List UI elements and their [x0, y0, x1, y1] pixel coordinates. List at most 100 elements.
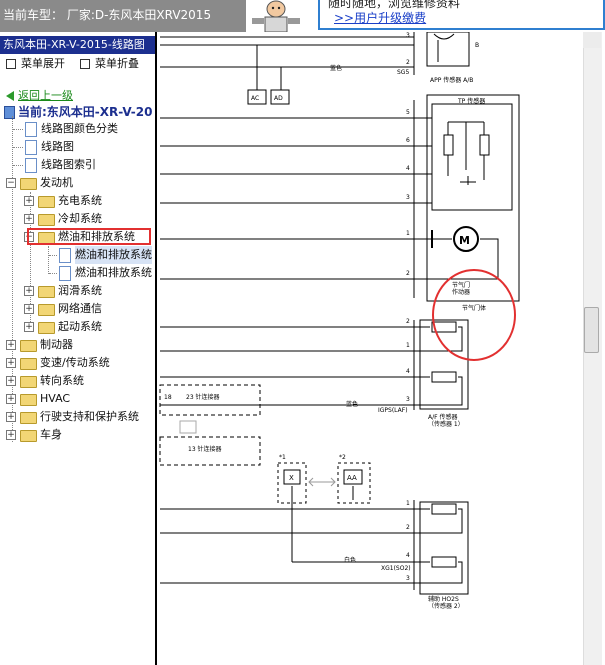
back-label: 返回上一级 [18, 89, 73, 102]
tree-item-label: 车身 [40, 428, 62, 441]
tree-item[interactable]: + 起动系统 [0, 318, 155, 336]
tree-item-label: HVAC [40, 392, 71, 405]
document-icon [59, 248, 71, 263]
back-arrow-icon [6, 91, 14, 101]
document-icon [25, 158, 37, 173]
tp-sensor-label: TP 传感器 [457, 97, 485, 105]
highlight-box [27, 228, 151, 245]
aa-label: AA [347, 474, 357, 482]
tree-item[interactable]: + 充电系统 [0, 192, 155, 210]
tree-item-engine[interactable]: − 发动机 [0, 174, 155, 192]
folder-icon [38, 322, 55, 334]
pin-label: 1 [406, 230, 410, 237]
ac-box [247, 89, 267, 105]
pin-label: 3 [406, 575, 410, 582]
expand-toggle-icon[interactable]: + [24, 322, 34, 332]
x-box [283, 469, 301, 485]
tree-item-label: 起动系统 [58, 320, 102, 333]
heater-element [431, 321, 457, 333]
double-arrow-icon [308, 477, 336, 487]
folder-icon [38, 214, 55, 226]
expand-toggle-icon[interactable]: + [24, 196, 34, 206]
tree-item[interactable]: 线路图索引 [0, 156, 155, 174]
pin-label: 2 [406, 524, 410, 531]
resistor [479, 134, 490, 156]
expand-toggle-icon[interactable]: + [6, 394, 16, 404]
back-link[interactable]: 返回上一级 [6, 87, 73, 103]
note-label: *1 [279, 454, 286, 461]
tree-item-label: 线路图颜色分类 [41, 122, 118, 135]
wire-color-label: 蓝色 [330, 64, 342, 72]
app-sensor-symbol [433, 33, 455, 62]
pin-label: 1 [406, 500, 410, 507]
tree-item-label: 线路图 [41, 140, 74, 153]
tree-item[interactable]: 线路图 [0, 138, 155, 156]
expand-toggle-icon[interactable]: + [24, 304, 34, 314]
expand-toggle-icon[interactable]: + [6, 358, 16, 368]
upgrade-link[interactable]: >>用户升级缴费 [334, 11, 427, 25]
tree-item[interactable]: + 润滑系统 [0, 282, 155, 300]
actuator-label: 作动器 [452, 288, 470, 296]
tree-item[interactable]: + 行驶支持和保护系统 [0, 408, 155, 426]
folder-icon [20, 376, 37, 388]
motor-symbol [453, 226, 479, 252]
folder-icon [20, 178, 37, 190]
actuator-label: 节气门 [452, 281, 470, 289]
folder-icon [20, 340, 37, 352]
document-icon [59, 266, 71, 281]
current-label: 当前:东风本田-XR-V-20 [18, 105, 153, 119]
tree-item[interactable]: 燃油和排放系统 [0, 264, 155, 282]
tree-line [30, 192, 31, 332]
promo-banner: 随时随地，浏览维修资料 >>用户升级缴费 [318, 0, 605, 30]
wire-color-label: 白色 [344, 556, 356, 564]
wiring-diagram: B APP 传感器 A/B SG5 蓝色 AC AD TP 传感器 3 2 5 … [159, 32, 520, 610]
expand-label: 菜单展开 [21, 57, 65, 70]
heater-element [431, 503, 457, 515]
note-label: *2 [339, 454, 346, 461]
expand-toggle-icon[interactable]: + [6, 412, 16, 422]
pin-label: 4 [406, 368, 410, 375]
tree-item[interactable]: + HVAC [0, 390, 155, 408]
tree-item-label: 充电系统 [58, 194, 102, 207]
expand-icon [6, 59, 16, 69]
aa-box [343, 469, 363, 485]
computer-icon [4, 106, 15, 119]
collapse-toggle-icon[interactable]: − [6, 178, 16, 188]
sg5-label: SG5 [397, 69, 409, 76]
expand-toggle-icon[interactable]: + [6, 376, 16, 386]
scroll-up-button[interactable] [583, 32, 601, 48]
connector-label: 23 针连接器 [186, 393, 220, 401]
app-sensor-label: APP 传感器 A/B [430, 76, 473, 84]
expand-toggle-icon[interactable]: + [24, 286, 34, 296]
folder-icon [20, 412, 37, 424]
folder-icon [38, 304, 55, 316]
tree-item[interactable]: + 网络通信 [0, 300, 155, 318]
expand-toggle-icon[interactable]: + [6, 340, 16, 350]
folder-icon [20, 430, 37, 442]
tree-item[interactable]: + 变速/传动系统 [0, 354, 155, 372]
pin-label: 3 [406, 194, 410, 201]
tree-item[interactable]: + 制动器 [0, 336, 155, 354]
expand-toggle-icon[interactable]: + [6, 430, 16, 440]
pin-label: 2 [406, 318, 410, 325]
ig-laf-label: IGPS(LAF) [378, 407, 408, 414]
note-box-x [277, 462, 307, 504]
pin-label: 2 [406, 270, 410, 277]
expand-toggle-icon[interactable]: + [24, 214, 34, 224]
tree-item-label: 转向系统 [40, 374, 84, 387]
ad-box [270, 89, 290, 105]
wire-color-label: 蓝色 [346, 400, 358, 408]
scrollbar-thumb[interactable] [584, 307, 599, 353]
tree-item-label: 行驶支持和保护系统 [40, 410, 139, 423]
tree-item[interactable]: + 转向系统 [0, 372, 155, 390]
tree-item[interactable]: 线路图颜色分类 [0, 120, 155, 138]
throttle-body-box [426, 94, 520, 302]
tree-item[interactable]: + 冷却系统 [0, 210, 155, 228]
expand-menu-button[interactable]: 菜单展开 [6, 55, 65, 71]
tree-item-selected[interactable]: 燃油和排放系统 [0, 246, 155, 264]
tree-item-label: 燃油和排放系统 [58, 230, 135, 243]
tree-item[interactable]: + 车身 [0, 426, 155, 444]
af-sensor-label: A/F 传感器 [428, 413, 458, 421]
collapse-menu-button[interactable]: 菜单折叠 [80, 55, 139, 71]
tree-item-label: 燃油和排放系统 [75, 266, 152, 279]
